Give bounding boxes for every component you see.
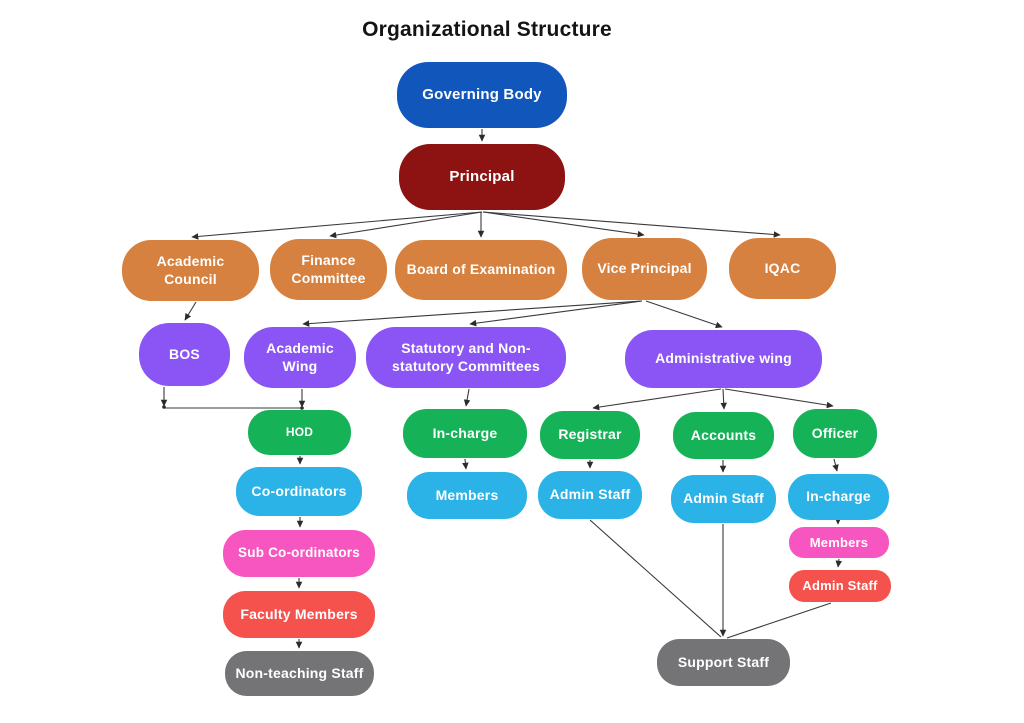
node-academic-wing: Academic Wing <box>244 327 356 388</box>
connector-line <box>184 301 197 321</box>
connector-line <box>302 300 643 327</box>
node-faculty-members: Faculty Members <box>223 591 375 638</box>
node-support-staff: Support Staff <box>657 639 790 686</box>
connector-line <box>462 458 469 470</box>
node-administrative-wing: Administrative wing <box>625 330 822 388</box>
node-admin-staff-officer: Admin Staff <box>789 570 891 602</box>
node-vice-principal: Vice Principal <box>582 238 707 300</box>
node-members-committees: Members <box>407 472 527 519</box>
connector-line <box>191 211 483 240</box>
node-members-officer: Members <box>789 527 889 558</box>
connector-line <box>469 300 643 327</box>
node-officer: Officer <box>793 409 877 458</box>
connector-line <box>329 211 483 239</box>
connector-junction-dot <box>162 405 166 409</box>
connector-line <box>832 458 839 472</box>
connector-line <box>589 519 722 638</box>
node-iqac: IQAC <box>729 238 836 299</box>
node-statutory-committees: Statutory and Non- statutory Committees <box>366 327 566 388</box>
connector-line <box>645 300 723 329</box>
connector-line <box>724 388 834 409</box>
connector-line <box>482 211 781 238</box>
node-sub-coordinators: Sub Co-ordinators <box>223 530 375 577</box>
node-in-charge-committees: In-charge <box>403 409 527 458</box>
connector-line <box>835 558 843 568</box>
node-admin-staff-registrar: Admin Staff <box>538 471 642 519</box>
node-accounts: Accounts <box>673 412 774 459</box>
node-registrar: Registrar <box>540 411 640 459</box>
connector-line <box>463 388 471 407</box>
connector-line <box>482 211 645 238</box>
node-non-teaching-staff: Non-teaching Staff <box>225 651 374 696</box>
connector-line <box>720 388 727 410</box>
node-academic-council: Academic Council <box>122 240 259 301</box>
node-hod: HOD <box>248 410 351 455</box>
node-principal: Principal <box>399 144 565 210</box>
node-in-charge-officer: In-charge <box>788 474 889 520</box>
page-title: Organizational Structure <box>362 18 612 41</box>
connector-line <box>592 388 722 411</box>
node-admin-staff-accounts: Admin Staff <box>671 475 776 523</box>
node-governing-body: Governing Body <box>397 62 567 128</box>
node-board-of-examination: Board of Examination <box>395 240 567 300</box>
node-bos: BOS <box>139 323 230 386</box>
connector-junction-dot <box>300 406 304 410</box>
connector-line <box>726 602 832 639</box>
node-finance-committee: Finance Committee <box>270 239 387 300</box>
node-coordinators: Co-ordinators <box>236 467 362 516</box>
